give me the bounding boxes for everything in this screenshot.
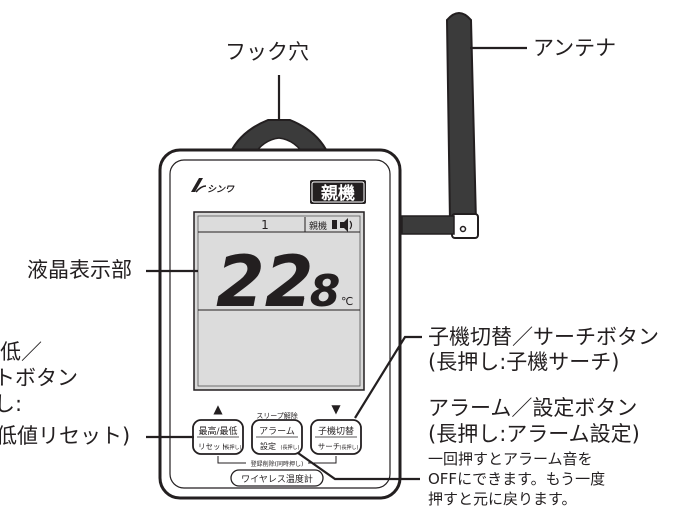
- svg-text:サーチ: サーチ: [318, 442, 341, 451]
- child-switch-button[interactable]: 子機切替 サーチ (長押し): [310, 419, 362, 455]
- badge-text: 親機: [321, 183, 355, 204]
- brand-name: シンワ: [207, 184, 235, 195]
- alarm-label: アラーム／設定ボタン: [428, 396, 638, 420]
- sleep-release-label: スリープ解除: [256, 411, 298, 420]
- register-delete-label: 登録削除(同時押し): [251, 460, 304, 468]
- alarm-note-line2: OFFにできます。もう一度: [428, 470, 606, 488]
- lcd-unit: ℃: [341, 295, 353, 308]
- brand-logo: シンワ: [191, 178, 235, 195]
- svg-text:設定: 設定: [260, 441, 276, 451]
- left-partial-line4: 低値リセット): [0, 424, 131, 448]
- alarm-note-line1: 一回押すとアラーム音を: [428, 450, 593, 468]
- child-switch-long-label: (長押し:子機サーチ): [428, 350, 620, 374]
- svg-text:アラーム: アラーム: [259, 426, 295, 437]
- svg-text:(長押し): (長押し): [223, 444, 242, 451]
- lcd-parent-label: 親機: [309, 220, 327, 232]
- alarm-note-line3: 押すと元に戻ります。: [428, 490, 577, 508]
- speaker-icon: [340, 218, 348, 232]
- svg-text:子機切替: 子機切替: [318, 425, 354, 437]
- svg-text:(長押し): (長押し): [281, 444, 300, 451]
- alarm-long-label: (長押し:アラーム設定): [428, 422, 640, 446]
- alarm-setting-button[interactable]: アラーム 設定 (長押し): [251, 419, 303, 455]
- lcd-channel: 1: [261, 218, 269, 232]
- svg-text:リセット: リセット: [198, 442, 228, 451]
- lcd-temperature-decimal: .8: [293, 266, 340, 317]
- left-partial-line3: し:: [0, 392, 23, 416]
- leader-lines: [146, 46, 527, 481]
- svg-text:(長押し): (長押し): [340, 444, 359, 451]
- antenna: [401, 12, 479, 239]
- antenna-label: アンテナ: [533, 36, 617, 60]
- battery-icon: [332, 220, 337, 229]
- child-switch-label: 子機切替／サーチボタン: [428, 325, 659, 349]
- lcd-temperature: 22: [216, 241, 313, 323]
- parent-badge: 親機: [310, 180, 366, 204]
- left-partial-line1: 低／: [0, 340, 42, 364]
- model-label: ワイヤレス温度計: [230, 469, 324, 487]
- lcd-display-label: 液晶表示部: [27, 258, 132, 282]
- svg-text:最高/最低: 最高/最低: [198, 425, 237, 437]
- svg-text:ワイヤレス温度計: ワイヤレス温度計: [241, 473, 313, 485]
- down-arrow-icon: ▼: [331, 402, 341, 416]
- lcd-panel: 1 親機 22 .8 ℃: [193, 211, 365, 391]
- hook-hole-label: フック穴: [225, 40, 309, 64]
- max-min-reset-button[interactable]: 最高/最低 リセット (長押し): [192, 419, 244, 455]
- left-partial-line2: トボタン: [0, 366, 78, 390]
- up-arrow-icon: ▲: [213, 402, 223, 416]
